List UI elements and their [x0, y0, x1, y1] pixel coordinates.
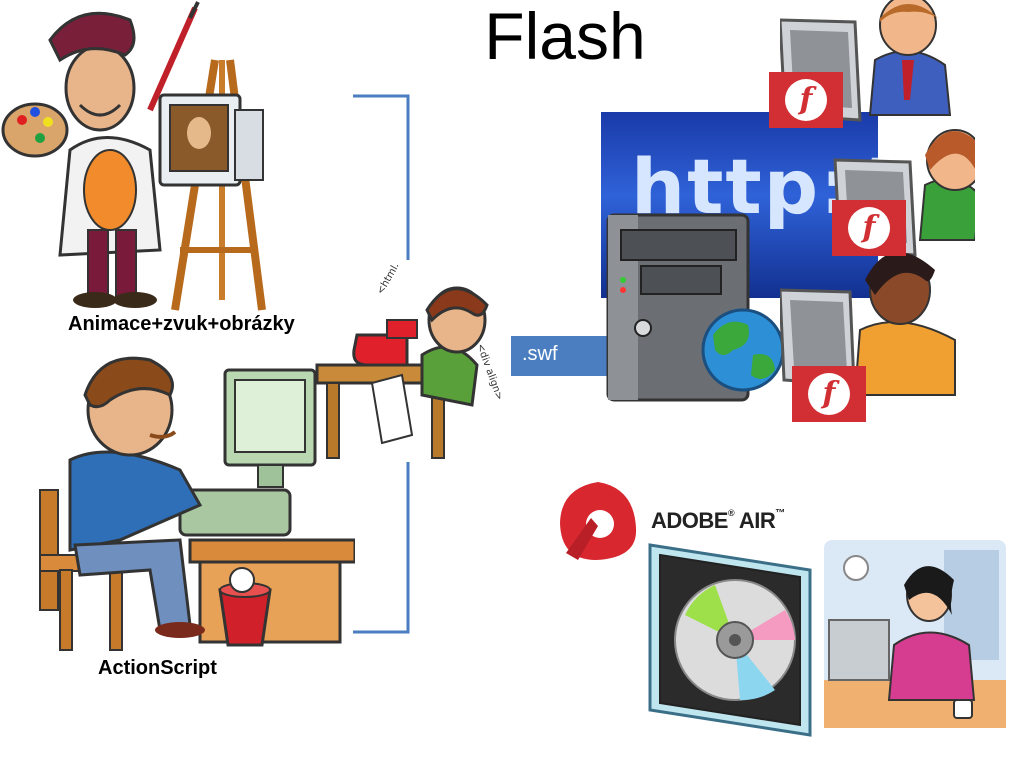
painter-illustration	[1, 1, 266, 311]
slide-title: Flash	[484, 0, 646, 73]
flash-f-glyph: f	[848, 207, 890, 249]
server-illustration	[606, 213, 785, 402]
air-text: AIR	[738, 508, 776, 533]
office-woman-illustration	[824, 540, 1006, 728]
adobe-air-logo-icon	[560, 482, 637, 560]
users-illustration	[780, 0, 975, 396]
animation-caption: Animace+zvuk+obrázky	[68, 313, 295, 335]
flash-player-icon: f	[769, 72, 843, 128]
flash-player-icon: f	[792, 366, 866, 422]
swf-file-label: .swf	[511, 336, 607, 376]
flash-f-glyph: f	[785, 79, 827, 121]
trademark: ™	[775, 508, 785, 519]
adobe-air-wordmark: ADOBE® AIR™	[651, 508, 785, 533]
bracket-connector	[353, 94, 410, 634]
adobe-text: ADOBE	[651, 508, 728, 533]
actionscript-caption: ActionScript	[98, 657, 217, 679]
svg-text:<div align>: <div align>	[474, 342, 505, 402]
sewing-compiler-illustration: <html> <div align>	[315, 265, 505, 459]
flash-player-icon: f	[832, 200, 906, 256]
cd-case-illustration	[648, 543, 812, 737]
flash-f-glyph: f	[808, 373, 850, 415]
programmer-illustration	[39, 356, 355, 651]
svg-text:<html>: <html>	[375, 265, 404, 297]
